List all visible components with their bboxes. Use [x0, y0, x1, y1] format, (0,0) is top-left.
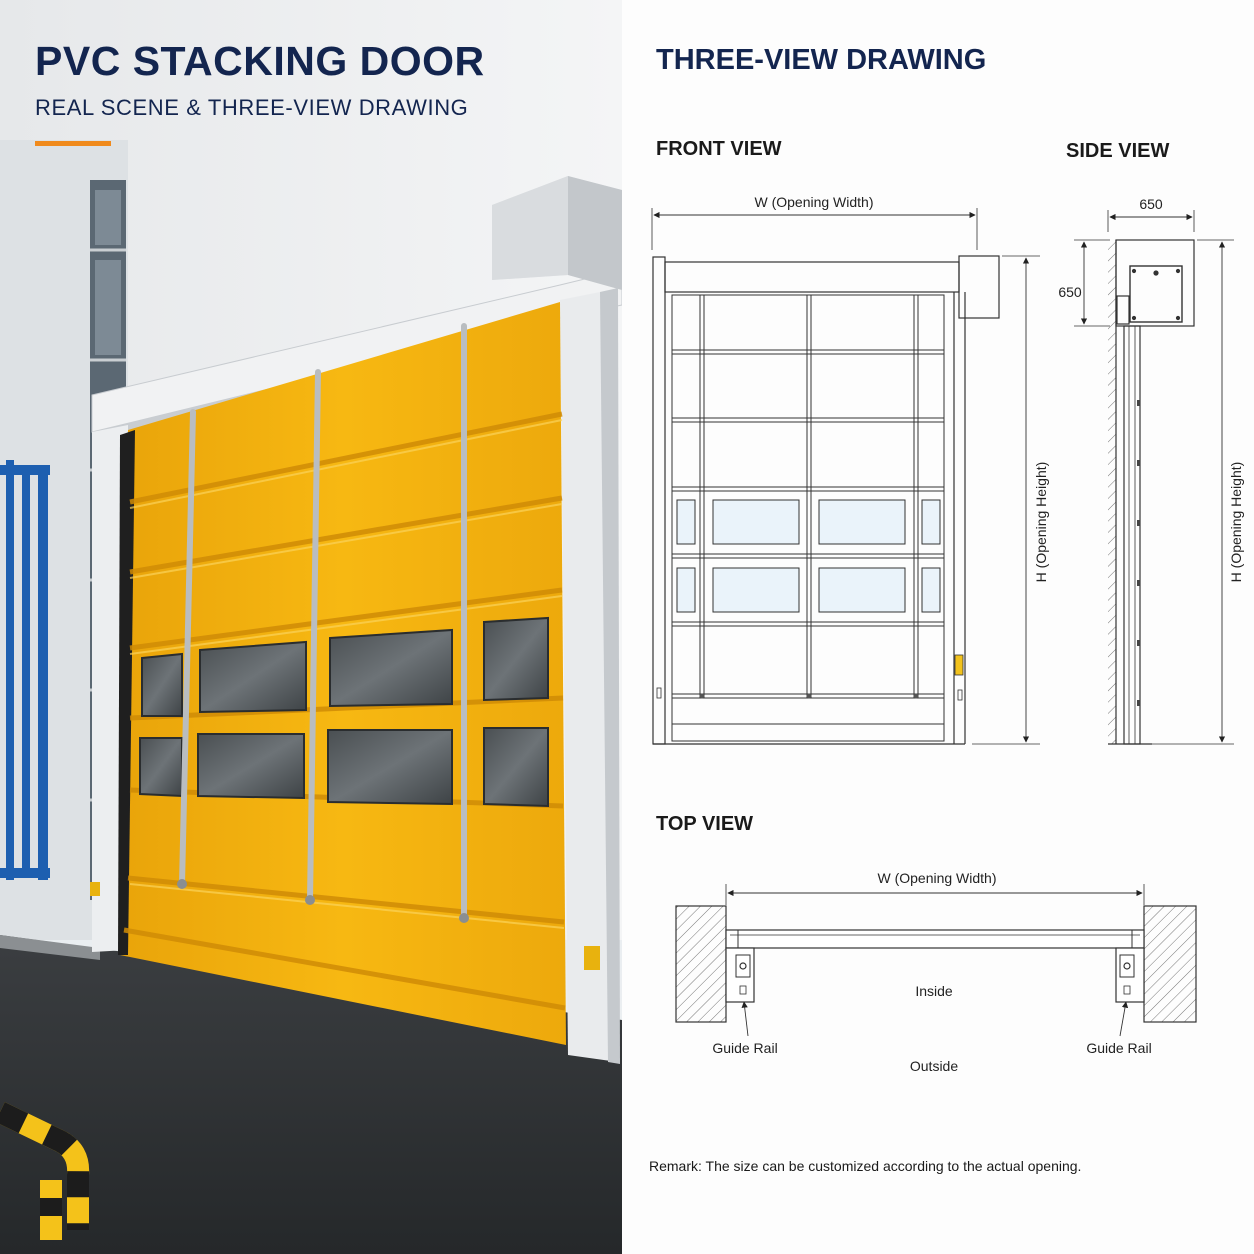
scene-illustration [0, 0, 622, 1254]
blue-fence [0, 460, 50, 880]
top-view-guide-rail-left: Guide Rail [712, 1040, 777, 1056]
top-view-inside-label: Inside [915, 983, 953, 999]
side-view-title: SIDE VIEW [1066, 140, 1170, 162]
top-view-width-label: W (Opening Width) [877, 870, 996, 886]
real-scene-photo: PVC STACKING DOOR REAL SCENE & THREE-VIE… [0, 0, 622, 1254]
front-view-windows [676, 499, 941, 613]
front-view-width-label: W (Opening Width) [754, 194, 873, 210]
front-view-height-label: H (Opening Height) [1033, 462, 1049, 583]
side-view-top-dim: 650 [1139, 196, 1163, 212]
side-view-drawing [1074, 210, 1234, 745]
top-view-outside-label: Outside [910, 1058, 958, 1074]
title-block: PVC STACKING DOOR REAL SCENE & THREE-VIE… [35, 38, 485, 146]
three-view-drawing-panel: THREE-VIEW DRAWING FRONT VIEW SIDE VIEW … [622, 0, 1254, 1254]
side-view-height-label: H (Opening Height) [1228, 462, 1244, 583]
front-view-drawing [651, 208, 1040, 745]
control-box-right [584, 946, 600, 970]
front-view-title: FRONT VIEW [656, 138, 782, 160]
side-view-left-dim: 650 [1058, 284, 1082, 300]
safety-bollard [0, 1102, 90, 1240]
curtain-windows [139, 616, 549, 808]
control-box-left [90, 882, 100, 896]
sub-title: REAL SCENE & THREE-VIEW DRAWING [35, 95, 469, 120]
main-title: PVC STACKING DOOR [35, 38, 485, 84]
top-view-drawing [675, 884, 1197, 1037]
top-view-guide-rail-right: Guide Rail [1086, 1040, 1151, 1056]
curtain-straps [179, 323, 467, 921]
accent-underline [35, 141, 111, 146]
remark-text: Remark: The size can be customized accor… [649, 1158, 1082, 1174]
drawing-title: THREE-VIEW DRAWING [656, 44, 987, 76]
top-view-title: TOP VIEW [656, 813, 754, 835]
technical-drawing: W (Opening Width) H (Opening Height) [651, 194, 1244, 1074]
